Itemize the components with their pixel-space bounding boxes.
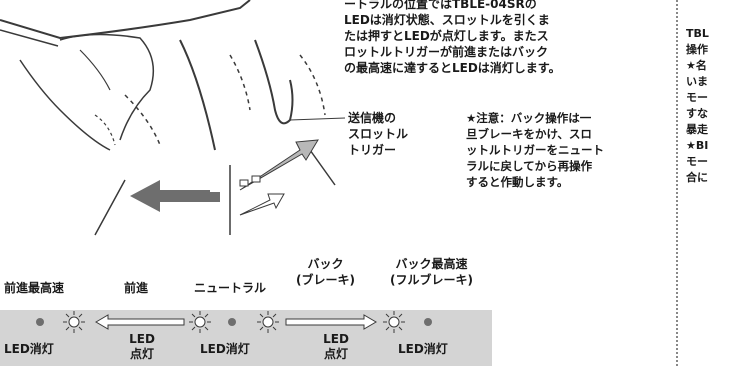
top-line-1: ートラルの位置ではTBLE-04SRの xyxy=(344,0,537,11)
led-off-label-3: LED消灯 xyxy=(398,342,448,356)
side-line-4: いま xyxy=(686,75,708,88)
callout-line-1: 送信機の xyxy=(348,111,397,125)
label-forward: 前進 xyxy=(124,281,149,295)
top-line-4: ロットルトリガーが前進またはバック xyxy=(344,45,549,59)
top-paragraph: ートラルの位置ではTBLE-04SRの LEDは消灯状態、スロットルを引くま た… xyxy=(344,0,561,76)
side-line-1: TBL xyxy=(686,27,709,40)
callout-line-2: スロットル xyxy=(348,127,409,141)
side-line-9: モー xyxy=(686,155,708,168)
led-on-label-right: LED 点灯 xyxy=(316,332,356,362)
led-off-dot-2 xyxy=(228,318,236,326)
trigger-callout: 送信機の スロットル トリガー xyxy=(348,110,408,158)
led-burst-2 xyxy=(188,310,212,334)
note-line-4: ラルに戻してから再操作 xyxy=(466,159,593,173)
label-back-line2: (ブレーキ) xyxy=(296,273,355,287)
led-off-dot-1 xyxy=(36,318,44,326)
side-line-6: すな xyxy=(686,107,708,120)
side-column: TBL 操作 ★名 いま モー すな 暴走 ★BI モー 合に xyxy=(686,26,730,186)
caution-note: ★注意：バック操作は一 旦ブレーキをかけ、スロ ットルトリガーをニュート ラルに… xyxy=(466,110,604,190)
led-status-bar: LED消灯 LED 点灯 LED消灯 LED 点灯 LED消灯 xyxy=(0,310,492,366)
side-line-10: 合に xyxy=(686,171,708,184)
led-burst-4 xyxy=(382,310,406,334)
column-divider xyxy=(676,0,678,366)
led-arrow-left xyxy=(95,314,185,330)
top-line-3: たは押すとLEDが点灯します。またス xyxy=(344,29,549,43)
trigger-illustration xyxy=(0,0,346,236)
label-back-max-line2: (フルブレーキ) xyxy=(390,273,473,287)
side-line-7: 暴走 xyxy=(686,123,708,136)
note-line-2: 旦ブレーキをかけ、スロ xyxy=(466,127,592,141)
top-line-2: LEDは消灯状態、スロットルを引くま xyxy=(344,13,550,27)
led-off-label-2: LED消灯 xyxy=(200,342,250,356)
side-line-8: ★BI xyxy=(686,139,709,152)
led-on-right-line2: 点灯 xyxy=(323,347,348,361)
led-on-left-line2: 点灯 xyxy=(129,347,154,361)
label-back-line1: バック xyxy=(307,257,344,271)
led-burst-1 xyxy=(62,310,86,334)
label-forward-max: 前進最高速 xyxy=(4,281,65,295)
led-on-label-left: LED 点灯 xyxy=(122,332,162,362)
label-back: バック (ブレーキ) xyxy=(296,256,355,288)
led-off-dot-3 xyxy=(424,318,432,326)
label-back-max: バック最高速 (フルブレーキ) xyxy=(390,256,473,288)
side-line-3: ★名 xyxy=(686,59,707,72)
led-arrow-right xyxy=(285,314,377,330)
led-off-label-1: LED消灯 xyxy=(4,342,54,356)
side-line-2: 操作 xyxy=(686,43,708,56)
note-line-5: すると作動します。 xyxy=(466,175,569,189)
note-line-1: ★注意：バック操作は一 xyxy=(466,111,592,125)
led-on-left-line1: LED xyxy=(129,332,155,346)
label-neutral: ニュートラル xyxy=(194,281,267,295)
top-line-5: の最高速に達するとLEDは消灯します。 xyxy=(344,61,561,75)
note-line-3: ットルトリガーをニュート xyxy=(466,143,604,157)
led-indicators xyxy=(36,310,432,334)
side-line-5: モー xyxy=(686,91,708,104)
led-on-right-line1: LED xyxy=(323,332,349,346)
led-burst-3 xyxy=(256,310,280,334)
label-back-max-line1: バック最高速 xyxy=(395,257,468,271)
callout-line-3: トリガー xyxy=(348,143,397,157)
